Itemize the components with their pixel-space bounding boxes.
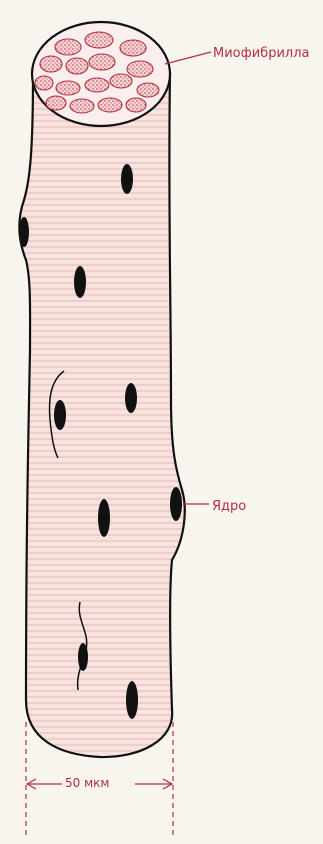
myofibril: [46, 96, 66, 110]
myofibril: [89, 54, 115, 70]
myofibril: [110, 74, 132, 88]
myofibril-label: Миофибрилла: [213, 46, 309, 61]
nucleus: [98, 499, 110, 537]
myofibril: [85, 32, 113, 48]
myofibril: [85, 78, 109, 92]
muscle-fiber-body: [19, 74, 184, 757]
nucleus: [125, 383, 137, 413]
myofibril: [126, 98, 146, 112]
myofibril: [137, 83, 159, 97]
nucleus: [170, 487, 182, 521]
myofibril-leader-line: [165, 52, 211, 64]
nucleus: [121, 164, 133, 194]
nucleus: [54, 400, 66, 430]
myofibril: [70, 99, 94, 113]
nucleus: [19, 217, 29, 247]
myofibril: [120, 40, 146, 56]
nucleus-label: Ядро: [212, 499, 246, 514]
nucleus: [126, 681, 138, 719]
scale-label: 50 мкм: [65, 776, 109, 790]
myofibril: [55, 39, 81, 55]
myofibril: [66, 58, 88, 74]
myofibril: [35, 76, 53, 90]
myofibril: [127, 61, 153, 77]
myofibril: [40, 56, 62, 72]
nucleus: [74, 266, 86, 298]
myofibril: [56, 81, 80, 95]
myofibril: [98, 98, 122, 112]
